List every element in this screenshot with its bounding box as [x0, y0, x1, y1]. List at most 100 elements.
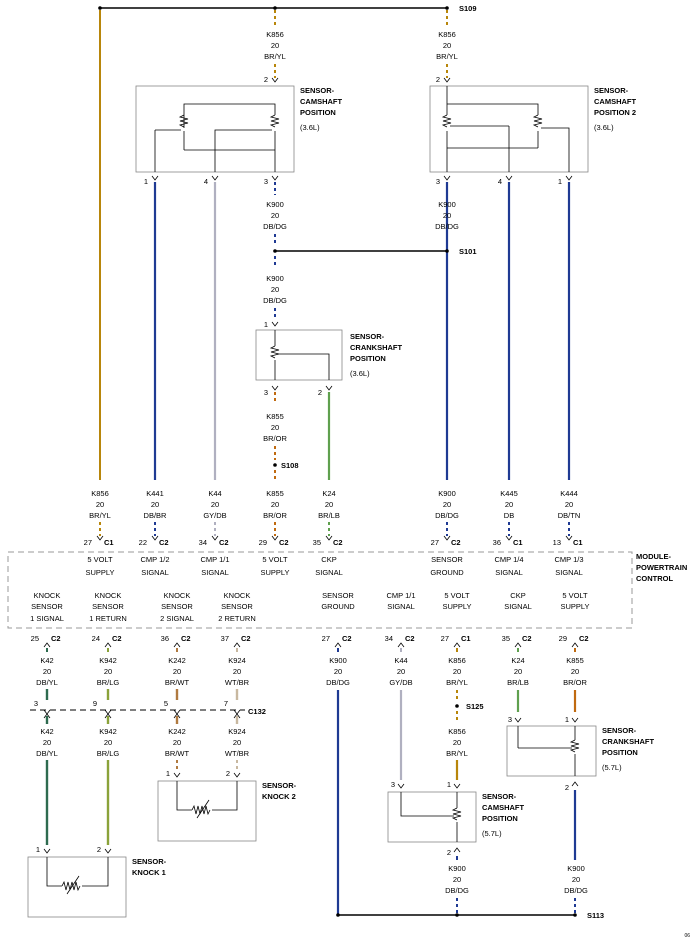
svg-text:POSITION: POSITION — [602, 748, 638, 757]
wire-gauge: 20 — [571, 667, 579, 676]
svg-text:CAMSHAFT: CAMSHAFT — [300, 97, 342, 106]
connector: C2 — [279, 538, 289, 547]
svg-text:K924: K924 — [228, 727, 246, 736]
function: SENSOR — [161, 602, 193, 611]
pin-number: 35 — [502, 634, 510, 643]
function: SENSOR — [322, 591, 354, 600]
wire-code: K924 — [228, 656, 246, 665]
svg-text:POSITION: POSITION — [482, 814, 518, 823]
svg-text:20: 20 — [572, 875, 580, 884]
wire-gauge: 20 — [233, 667, 241, 676]
svg-text:(3.6L): (3.6L) — [350, 369, 370, 378]
wire-color: GY/DB — [389, 678, 412, 687]
svg-text:20: 20 — [43, 738, 51, 747]
connector: C2 — [159, 538, 169, 547]
svg-text:K900: K900 — [266, 200, 284, 209]
pin-number: 37 — [221, 634, 229, 643]
knock-sensor-1: SENSOR- KNOCK 1 — [27, 856, 167, 918]
svg-text:SENSOR-: SENSOR- — [482, 792, 517, 801]
svg-text:K856: K856 — [438, 30, 456, 39]
wire-code: K44 — [208, 489, 221, 498]
svg-text:2: 2 — [318, 388, 322, 397]
svg-text:POSITION: POSITION — [300, 108, 336, 117]
wire-code: K900 — [438, 489, 456, 498]
svg-text:KNOCK 1: KNOCK 1 — [132, 868, 166, 877]
wire-code: K856 — [91, 489, 109, 498]
svg-text:3: 3 — [264, 388, 268, 397]
svg-text:20: 20 — [104, 738, 112, 747]
svg-text:20: 20 — [233, 738, 241, 747]
wire-code: K242 — [168, 656, 186, 665]
svg-text:DB/DG: DB/DG — [564, 886, 588, 895]
connector: C1 — [513, 538, 523, 547]
function: 5 VOLT — [562, 591, 588, 600]
wire-label-k900b: K900 20 DB/DG — [435, 200, 459, 231]
wire-gauge: 20 — [443, 500, 451, 509]
cmp-sensor-2: SENSOR- CAMSHAFT POSITION 2 (3.6L) — [429, 85, 636, 173]
pin-number: 24 — [92, 634, 100, 643]
svg-text:3: 3 — [391, 780, 395, 789]
function: 1 SIGNAL — [30, 614, 64, 623]
function: CMP 1/2 — [140, 555, 169, 564]
function: SUPPLY — [560, 602, 589, 611]
wire-color: DB/DG — [326, 678, 350, 687]
svg-text:20: 20 — [271, 211, 279, 220]
wire-gauge: 20 — [173, 667, 181, 676]
svg-text:K900: K900 — [448, 864, 466, 873]
svg-text:MODULE-: MODULE- — [636, 552, 671, 561]
function: GROUND — [321, 602, 355, 611]
wire-code: K441 — [146, 489, 164, 498]
ckp-sensor-3-6l: SENSOR- CRANKSHAFT POSITION (3.6L) — [255, 329, 402, 381]
wire-code: K942 — [99, 656, 117, 665]
knock-sensor-2: SENSOR- KNOCK 2 — [157, 780, 297, 842]
function: SIGNAL — [315, 568, 343, 577]
wire-code: K900 — [329, 656, 347, 665]
svg-text:3: 3 — [508, 715, 512, 724]
svg-text:20: 20 — [453, 875, 461, 884]
wire-code: K42 — [40, 656, 53, 665]
pin-number: 27 — [441, 634, 449, 643]
wire-label-k900c: K900 20 DB/DG — [263, 274, 287, 305]
svg-text:WT/BR: WT/BR — [225, 749, 250, 758]
wire-label-k856b: K856 20 BR/YL — [436, 30, 458, 61]
wire-code: K445 — [500, 489, 518, 498]
function: SUPPLY — [442, 602, 471, 611]
function: KNOCK — [95, 591, 122, 600]
wire-label-k856c: K856 20 BR/YL — [446, 727, 468, 758]
function: SIGNAL — [555, 568, 583, 577]
function: 1 RETURN — [89, 614, 127, 623]
svg-text:DB/DG: DB/DG — [263, 296, 287, 305]
svg-text:3: 3 — [436, 177, 440, 186]
wire-gauge: 20 — [271, 500, 279, 509]
function: KNOCK — [34, 591, 61, 600]
function: CKP — [510, 591, 525, 600]
svg-text:SENSOR-: SENSOR- — [262, 781, 297, 790]
svg-text:CAMSHAFT: CAMSHAFT — [594, 97, 636, 106]
svg-text:20: 20 — [271, 41, 279, 50]
svg-text:DB/DG: DB/DG — [263, 222, 287, 231]
splice-s101: S101 — [459, 247, 477, 256]
wire-gauge: 20 — [96, 500, 104, 509]
svg-text:3: 3 — [34, 699, 38, 708]
svg-text:DB/DG: DB/DG — [435, 222, 459, 231]
svg-text:20: 20 — [271, 423, 279, 432]
function: SIGNAL — [141, 568, 169, 577]
wire-gauge: 20 — [211, 500, 219, 509]
svg-text:BR/YL: BR/YL — [264, 52, 286, 61]
connector: C2 — [522, 634, 532, 643]
svg-text:POSITION: POSITION — [350, 354, 386, 363]
svg-text:3: 3 — [264, 177, 268, 186]
svg-text:K242: K242 — [168, 727, 186, 736]
wire-gauge: 20 — [334, 667, 342, 676]
pin-number: 36 — [161, 634, 169, 643]
wire-color: BR/LB — [318, 511, 340, 520]
svg-text:1: 1 — [447, 780, 451, 789]
svg-text:SENSOR-: SENSOR- — [300, 86, 335, 95]
pin-number: 34 — [385, 634, 393, 643]
splice-s113: S113 — [587, 911, 604, 920]
wire-gauge: 20 — [151, 500, 159, 509]
wire-code: K855 — [566, 656, 584, 665]
svg-text:(3.6L): (3.6L) — [594, 123, 614, 132]
svg-text:20: 20 — [453, 738, 461, 747]
